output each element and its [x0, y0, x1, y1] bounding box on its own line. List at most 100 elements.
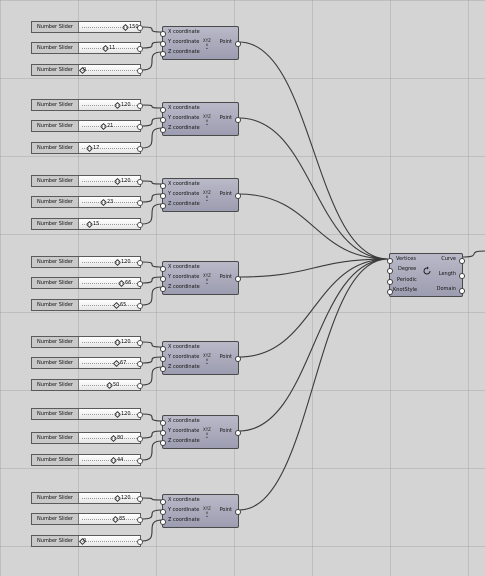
z-coordinate-input[interactable]: Z coordinate: [168, 364, 200, 370]
slider-knob-icon[interactable]: [113, 494, 122, 503]
slider-value[interactable]: 15: [93, 221, 100, 227]
slider-track[interactable]: 67: [79, 358, 140, 368]
slider-value[interactable]: 120: [121, 102, 131, 108]
slider-track[interactable]: 120: [79, 100, 140, 110]
x-coordinate-input[interactable]: X coordinate: [168, 344, 200, 350]
periodic-port[interactable]: [387, 279, 393, 285]
point-output[interactable]: Point: [219, 354, 232, 360]
slider-value[interactable]: 120: [121, 259, 131, 265]
point-output-port[interactable]: [235, 356, 241, 362]
z-coordinate-port[interactable]: [160, 366, 166, 372]
z-coordinate-input[interactable]: Z coordinate: [168, 125, 200, 131]
slider-knob-icon[interactable]: [99, 198, 108, 207]
slider-output-port[interactable]: [137, 412, 143, 418]
slider-knob-icon[interactable]: [113, 410, 122, 419]
slider-value[interactable]: 120: [121, 411, 131, 417]
slider-output-port[interactable]: [137, 260, 143, 266]
point-output-port[interactable]: [235, 117, 241, 123]
y-coordinate-input[interactable]: Y coordinate: [168, 354, 200, 360]
point-output[interactable]: Point: [219, 115, 232, 121]
y-coordinate-input[interactable]: Y coordinate: [168, 428, 200, 434]
slider-track[interactable]: 150: [79, 22, 140, 32]
z-coordinate-input[interactable]: Z coordinate: [168, 49, 200, 55]
slider-value[interactable]: 66: [125, 280, 132, 286]
y-coordinate-input[interactable]: Y coordinate: [168, 191, 200, 197]
z-coordinate-port[interactable]: [160, 203, 166, 209]
y-coordinate-port[interactable]: [160, 509, 166, 515]
degree-port[interactable]: [387, 268, 393, 274]
slider-output-port[interactable]: [137, 361, 143, 367]
vertices-port[interactable]: [387, 258, 393, 264]
slider-track[interactable]: 11: [79, 43, 140, 53]
slider-track[interactable]: 85: [79, 514, 140, 524]
slider-output-port[interactable]: [137, 146, 143, 152]
slider-knob-icon[interactable]: [85, 220, 94, 229]
slider-knob-icon[interactable]: [109, 456, 118, 465]
slider-knob-icon[interactable]: [117, 279, 126, 288]
slider-value[interactable]: 120: [121, 339, 131, 345]
y-coordinate-input[interactable]: Y coordinate: [168, 39, 200, 45]
x-coordinate-input[interactable]: X coordinate: [168, 29, 200, 35]
slider-knob-icon[interactable]: [112, 359, 121, 368]
slider-track[interactable]: 44: [79, 455, 140, 465]
slider-value[interactable]: 21: [107, 123, 114, 129]
slider-output-port[interactable]: [137, 517, 143, 523]
z-coordinate-port[interactable]: [160, 519, 166, 525]
z-coordinate-input[interactable]: Z coordinate: [168, 438, 200, 444]
slider-output-port[interactable]: [137, 303, 143, 309]
slider-track[interactable]: 50: [79, 380, 140, 390]
z-coordinate-port[interactable]: [160, 440, 166, 446]
slider-track[interactable]: 80: [79, 433, 140, 443]
y-coordinate-input[interactable]: Y coordinate: [168, 274, 200, 280]
slider-output-port[interactable]: [137, 539, 143, 545]
slider-knob-icon[interactable]: [105, 381, 114, 390]
z-coordinate-port[interactable]: [160, 51, 166, 57]
degree-input[interactable]: Degree: [398, 266, 417, 272]
slider-value[interactable]: 44: [117, 457, 124, 463]
slider-knob-icon[interactable]: [111, 515, 120, 524]
slider-output-port[interactable]: [137, 496, 143, 502]
point-output[interactable]: Point: [219, 428, 232, 434]
slider-value[interactable]: 80: [117, 435, 124, 441]
slider-value[interactable]: 150: [129, 24, 139, 30]
domain-port[interactable]: [459, 288, 465, 294]
z-coordinate-port[interactable]: [160, 127, 166, 133]
knotstyle-input[interactable]: KnotStyle: [393, 287, 418, 293]
z-coordinate-input[interactable]: Z coordinate: [168, 201, 200, 207]
slider-track[interactable]: 23: [79, 197, 140, 207]
y-coordinate-port[interactable]: [160, 276, 166, 282]
slider-output-port[interactable]: [137, 124, 143, 130]
point-output-port[interactable]: [235, 276, 241, 282]
slider-knob-icon[interactable]: [113, 338, 122, 347]
curve-port[interactable]: [459, 258, 465, 264]
slider-track[interactable]: 65: [79, 300, 140, 310]
slider-output-port[interactable]: [137, 222, 143, 228]
slider-value[interactable]: 120: [121, 178, 131, 184]
z-coordinate-input[interactable]: Z coordinate: [168, 517, 200, 523]
slider-track[interactable]: 120: [79, 409, 140, 419]
x-coordinate-input[interactable]: X coordinate: [168, 181, 200, 187]
slider-track[interactable]: 120: [79, 337, 140, 347]
point-output[interactable]: Point: [219, 507, 232, 513]
slider-track[interactable]: 17: [79, 143, 140, 153]
slider-value[interactable]: 120: [121, 495, 131, 501]
slider-track[interactable]: 0: [78, 536, 140, 546]
slider-value[interactable]: 50: [113, 382, 120, 388]
slider-value[interactable]: 17: [93, 145, 100, 151]
vertices-input[interactable]: Vertices: [396, 256, 416, 262]
y-coordinate-port[interactable]: [160, 41, 166, 47]
